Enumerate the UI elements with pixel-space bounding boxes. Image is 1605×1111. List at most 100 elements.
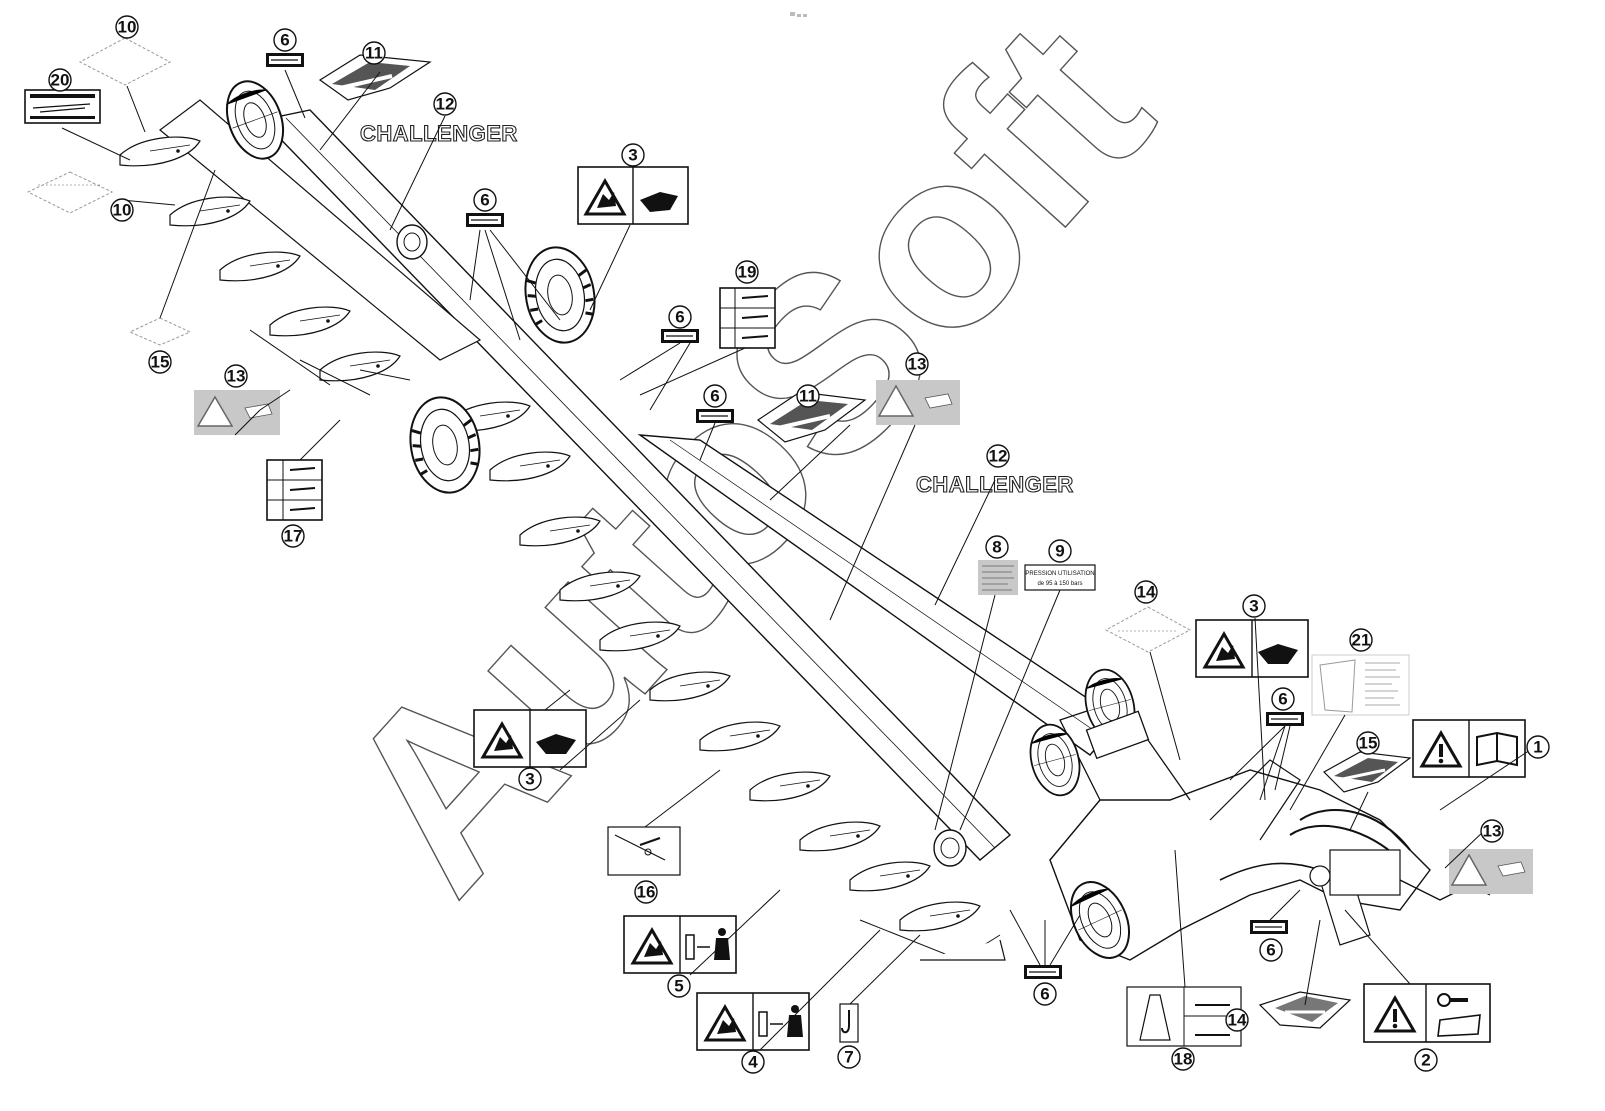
svg-text:6: 6 (675, 308, 684, 327)
decal-6-b (466, 213, 504, 227)
svg-text:10: 10 (118, 18, 137, 37)
svg-text:10: 10 (113, 201, 132, 220)
decal-18 (1126, 986, 1242, 1047)
decal-3-top (577, 166, 689, 225)
callout-16: 16 (634, 880, 658, 904)
svg-text:1: 1 (1533, 738, 1542, 757)
decal-13-mid (876, 380, 960, 425)
decal-11-top (318, 54, 432, 101)
svg-text:20: 20 (51, 71, 70, 90)
decal-4 (696, 992, 810, 1051)
decal-5 (623, 915, 737, 974)
callout-10-bottom: 10 (110, 198, 134, 222)
callout-12-mid: 12 (986, 444, 1010, 468)
callout-3-left: 3 (518, 767, 542, 791)
svg-text:13: 13 (227, 367, 246, 386)
svg-text:9: 9 (1055, 542, 1064, 561)
brand-text-mid: CHALLENGER (916, 472, 1074, 497)
plough-bodies (119, 136, 1006, 961)
decal-17 (266, 459, 323, 521)
svg-text:16: 16 (637, 883, 656, 902)
decal-20 (24, 89, 101, 124)
decal-19 (719, 287, 776, 349)
callout-8: 8 (985, 535, 1009, 559)
decal-2 (1363, 983, 1491, 1043)
decal-3-left (473, 709, 587, 768)
callout-6-g: 6 (1033, 982, 1057, 1006)
svg-text:11: 11 (365, 44, 383, 63)
svg-text:3: 3 (525, 770, 534, 789)
decal-9: PRESSION UTILISATION de 95 à 150 bars (1024, 564, 1096, 591)
callout-14-bottom: 14 (1225, 1008, 1249, 1032)
hydraulic-cylinder-lower (933, 829, 967, 867)
callout-18: 18 (1171, 1047, 1195, 1071)
callout-13-mid: 13 (905, 352, 929, 376)
decal-10-top (78, 37, 172, 86)
callout-4: 4 (741, 1050, 765, 1074)
callout-6-a: 6 (273, 28, 297, 52)
callout-6-f: 6 (1259, 938, 1283, 962)
decal-10-bottom (26, 171, 114, 214)
svg-text:21: 21 (1352, 631, 1371, 650)
svg-text:18: 18 (1174, 1050, 1193, 1069)
decal-14-top (1104, 606, 1192, 653)
decal-1 (1412, 719, 1526, 778)
decal-14-bottom (1258, 991, 1352, 1029)
decal-6-f (1250, 920, 1288, 934)
decal-6-d (696, 409, 734, 423)
decal-6-a (266, 53, 304, 67)
decal-6-g (1024, 965, 1062, 979)
hydraulic-cylinder-upper (396, 224, 428, 260)
svg-text:5: 5 (674, 977, 683, 996)
callout-11-top: 11 (362, 41, 386, 65)
decal-9-line-1: PRESSION UTILISATION (1025, 571, 1094, 577)
svg-text:6: 6 (280, 31, 289, 50)
callout-14-top: 14 (1134, 580, 1158, 604)
decal-6-e (1266, 712, 1304, 726)
svg-text:17: 17 (284, 527, 303, 546)
callout-10-top: 10 (115, 15, 139, 39)
callout-15-left: 15 (148, 350, 172, 374)
callout-20: 20 (48, 68, 72, 92)
svg-text:14: 14 (1137, 583, 1156, 602)
svg-text:6: 6 (480, 191, 489, 210)
callout-13-left: 13 (224, 364, 248, 388)
callout-5: 5 (667, 974, 691, 998)
svg-text:3: 3 (1249, 597, 1258, 616)
svg-text:19: 19 (738, 263, 757, 282)
callout-12-top: 12 (433, 92, 457, 116)
callout-17: 17 (281, 524, 305, 548)
svg-text:8: 8 (992, 538, 1001, 557)
wheels (215, 72, 1150, 969)
callout-21: 21 (1349, 628, 1373, 652)
svg-text:13: 13 (908, 355, 927, 374)
callout-6-d: 6 (703, 384, 727, 408)
decal-15-right (1323, 751, 1412, 793)
decal-13-left (194, 390, 280, 435)
callouts: 10 20 6 11 12 10 3 6 19 6 15 13 13 6 11 … (48, 15, 1550, 1074)
callout-9: 9 (1048, 539, 1072, 563)
svg-text:6: 6 (710, 387, 719, 406)
callout-7: 7 (837, 1045, 861, 1069)
svg-text:11: 11 (799, 387, 817, 406)
callout-1: 1 (1526, 735, 1550, 759)
svg-text:6: 6 (1278, 690, 1287, 709)
decal-9-line-2: de 95 à 150 bars (1037, 581, 1082, 587)
svg-text:14: 14 (1228, 1011, 1247, 1030)
decal-21 (1311, 654, 1410, 716)
decal-11-mid (756, 391, 867, 443)
callout-3-right: 3 (1242, 594, 1266, 618)
decal-16 (607, 826, 681, 876)
svg-text:12: 12 (436, 95, 455, 114)
callout-3-top: 3 (621, 143, 645, 167)
callout-6-e: 6 (1271, 687, 1295, 711)
callout-11-mid: 11 (796, 384, 820, 408)
svg-text:13: 13 (1483, 822, 1502, 841)
decal-7 (839, 1003, 859, 1043)
svg-text:7: 7 (844, 1048, 853, 1067)
svg-text:6: 6 (1040, 985, 1049, 1004)
svg-text:15: 15 (151, 353, 170, 372)
decal-13-right (1449, 849, 1533, 894)
svg-text:6: 6 (1266, 941, 1275, 960)
